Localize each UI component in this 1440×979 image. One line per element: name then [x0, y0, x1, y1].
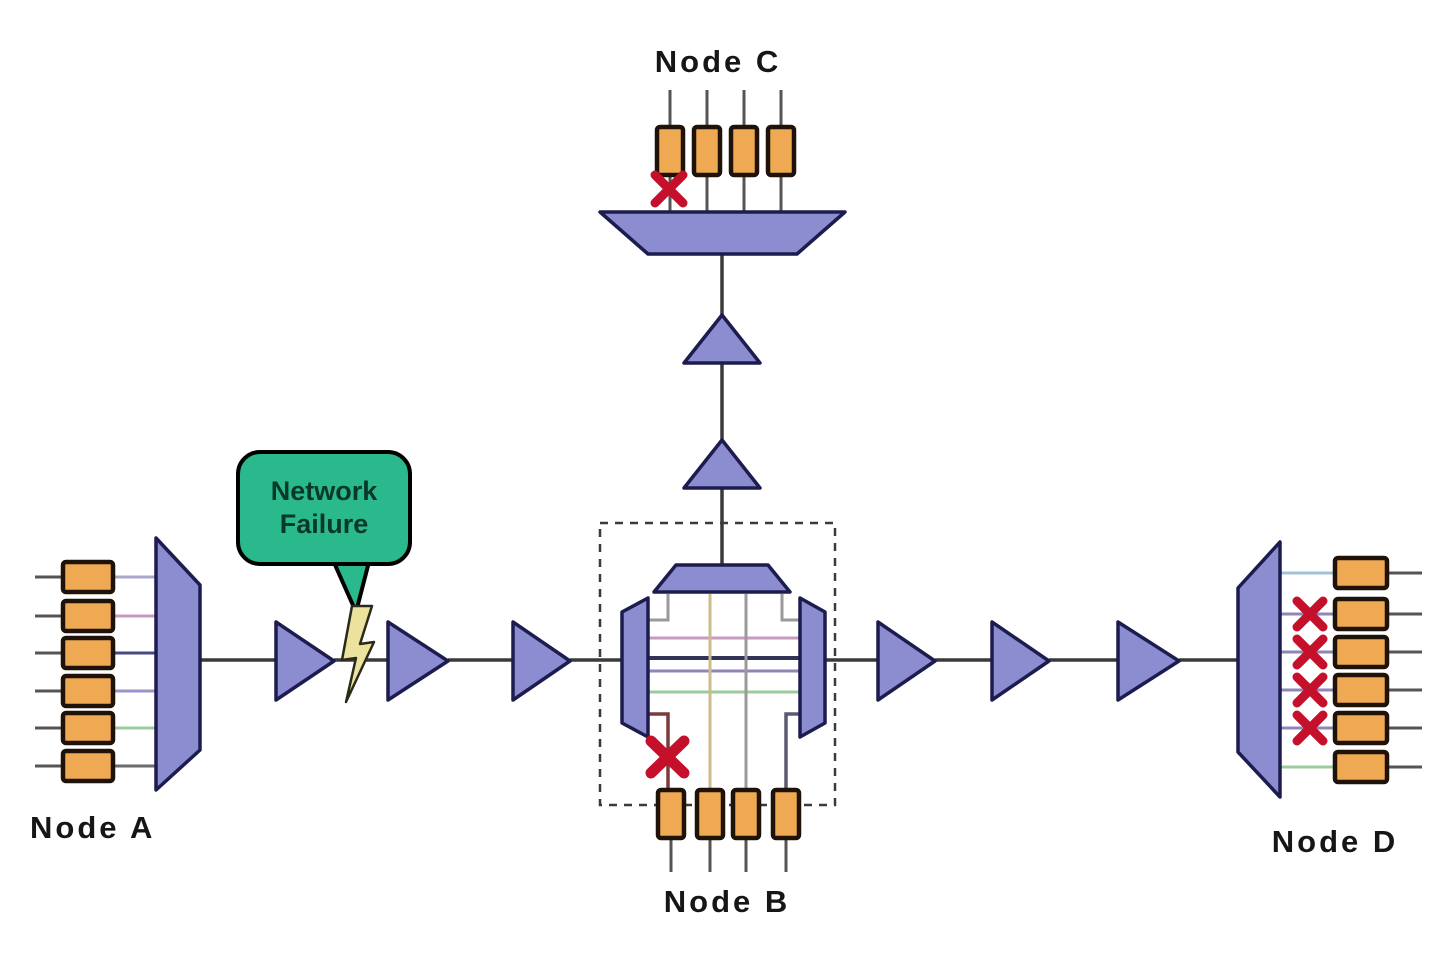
node-b-west-demultiplexer — [620, 596, 650, 739]
failure-x-strokes — [650, 170, 688, 208]
b-to-d-span — [876, 620, 1181, 702]
node-c-transceiver-2 — [691, 124, 723, 178]
failure-x-strokes — [1292, 634, 1328, 670]
node-a-input-stubs — [35, 575, 63, 768]
node-a-transceiver-1 — [60, 559, 116, 595]
node-b-east-multiplexer — [798, 596, 827, 739]
amplifier-icon-up-2 — [682, 438, 762, 490]
failure-x-icon-node-b — [645, 735, 690, 779]
amplifier-icon-6 — [1116, 620, 1181, 702]
node-b-transceiver-4 — [770, 787, 802, 841]
node-c-transceiver-4 — [765, 124, 797, 178]
amplifier-icon-3 — [511, 620, 572, 702]
node-d-label: Node D — [1272, 824, 1399, 859]
failure-x-icon-node-d-1 — [1292, 596, 1328, 632]
node-c-label: Node C — [655, 44, 782, 79]
node-b-transceiver-2 — [694, 787, 726, 841]
failure-callout: Network Failure — [236, 450, 412, 704]
node-a-label: Node A — [30, 810, 155, 845]
node-a-transceiver-3 — [60, 635, 116, 671]
node-b-upper-left-connector — [648, 594, 670, 622]
node-b-upper-right-connector — [780, 594, 800, 622]
node-a-transceiver-2 — [60, 598, 116, 634]
node-b-top-multiplexer — [652, 563, 792, 594]
node-a-transceiver-4 — [60, 673, 116, 709]
node-b-transceiver-tails — [669, 838, 788, 872]
node-a: Node A — [30, 536, 202, 845]
node-b-transceiver-3 — [730, 787, 762, 841]
failure-x-icon-node-d-4 — [1292, 710, 1328, 746]
a-to-b-span — [274, 620, 572, 702]
amplifier-icon-2 — [386, 620, 450, 702]
node-c-transceiver-1 — [654, 124, 686, 178]
node-d-transceiver-3 — [1332, 634, 1390, 670]
node-c-transceiver-tails — [668, 90, 783, 127]
node-d: Node D — [1236, 540, 1422, 859]
failure-x-icon-node-c — [650, 170, 688, 208]
failure-x-strokes — [1292, 710, 1328, 746]
node-d-transceiver-6 — [1332, 749, 1390, 785]
node-b-transceiver-1 — [655, 787, 687, 841]
node-c-multiplexer — [598, 210, 847, 256]
node-d-transceiver-2 — [1332, 596, 1390, 632]
node-d-demultiplexer — [1236, 540, 1282, 799]
amplifier-icon-5 — [990, 620, 1051, 702]
node-a-transceiver-6 — [60, 748, 116, 784]
node-d-transceiver-1 — [1332, 555, 1390, 591]
b-to-c-amplifier-chain — [682, 313, 762, 490]
callout-text-line2: Failure — [280, 509, 369, 539]
failure-x-strokes — [1292, 672, 1328, 708]
callout-text-line1: Network — [271, 476, 379, 506]
callout-bubble — [236, 450, 412, 566]
node-a-transceiver-5 — [60, 710, 116, 746]
node-d-output-stubs — [1387, 571, 1422, 769]
node-c: Node C — [598, 44, 847, 256]
failure-x-strokes — [1292, 596, 1328, 632]
amplifier-icon-4 — [876, 620, 937, 702]
node-c-transceiver-3 — [728, 124, 760, 178]
failure-x-strokes — [645, 735, 690, 779]
failure-x-icon-node-d-3 — [1292, 672, 1328, 708]
node-c-drop-lines — [668, 175, 783, 212]
callout-tail — [328, 556, 373, 619]
node-b: Node B — [620, 563, 827, 919]
amplifier-icon-up-1 — [682, 313, 762, 365]
node-d-transceiver-5 — [1332, 710, 1390, 746]
node-b-drop-connector-right — [784, 712, 800, 788]
failure-x-icon-node-d-2 — [1292, 634, 1328, 670]
node-a-multiplexer — [154, 536, 202, 792]
node-d-transceiver-4 — [1332, 672, 1390, 708]
amplifier-icon-1 — [274, 620, 336, 702]
node-b-label: Node B — [664, 884, 791, 919]
lightning-bolt-icon — [340, 604, 376, 704]
